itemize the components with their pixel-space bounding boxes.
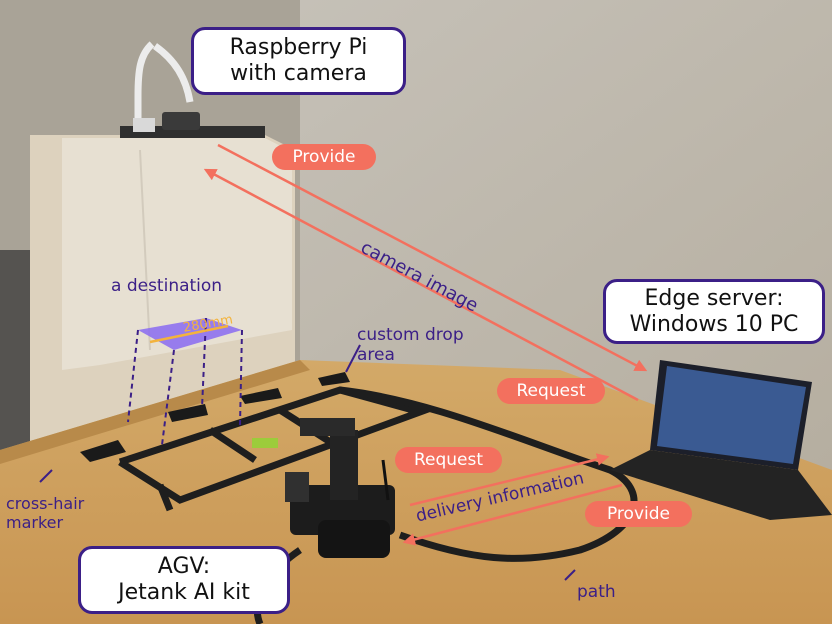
cabinet-top-device	[120, 126, 265, 138]
destination-guides	[127, 317, 243, 446]
edge-server-box: Edge server: Windows 10 PC	[603, 279, 825, 344]
destination-label: a destination	[111, 276, 223, 296]
agv-line-1: AGV:	[157, 554, 211, 580]
crosshair-line-1: cross-hair	[6, 494, 85, 513]
request-pill-mid: Request	[395, 447, 502, 473]
table-edge	[0, 360, 310, 464]
drop-area-line-1: custom drop	[357, 325, 464, 345]
camera-arm-2	[152, 43, 194, 103]
server-provide-arrow	[402, 483, 623, 546]
custom-drop-area	[318, 372, 350, 386]
laptop	[610, 360, 832, 520]
path-leader	[564, 569, 576, 581]
drop-marker-1	[80, 440, 126, 462]
raspberry-pi-line-1: Raspberry Pi	[229, 35, 368, 61]
camera-clamp	[133, 118, 155, 132]
agv-line-2: Jetank AI kit	[118, 580, 250, 605]
dimension-arrow	[149, 324, 229, 344]
edge-server-line-1: Edge server:	[644, 285, 784, 311]
crosshair-leader	[39, 469, 53, 483]
provide-pill-top: Provide	[272, 144, 376, 170]
raspberry-pi-line-2: with camera	[230, 61, 367, 86]
crosshair-line-2: marker	[6, 513, 64, 533]
agv-box: AGV: Jetank AI kit	[78, 546, 290, 614]
drop-area-line-2: area	[357, 345, 395, 366]
camera-arm	[134, 41, 155, 128]
raspberry-pi-box: Raspberry Pi with camera	[191, 27, 406, 95]
agv-robot	[252, 418, 395, 558]
drop-area-leader	[345, 344, 361, 373]
camera-body	[162, 112, 200, 130]
request-pill-top: Request	[497, 378, 605, 404]
path-label: path	[577, 582, 616, 602]
edge-server-line-2: Windows 10 PC	[629, 311, 799, 337]
crosshair-label: cross-hair marker	[6, 494, 84, 532]
request-arrow	[203, 168, 639, 402]
provide-arrow	[217, 143, 648, 372]
paper-fold	[139, 149, 151, 351]
paper-sheet	[62, 138, 292, 370]
drop-marker-3	[240, 388, 282, 404]
drop-area-label: custom drop area	[357, 325, 464, 366]
agv-request-arrow	[409, 453, 610, 507]
provide-pill-bottom: Provide	[585, 501, 692, 527]
drop-marker-2	[168, 404, 208, 422]
